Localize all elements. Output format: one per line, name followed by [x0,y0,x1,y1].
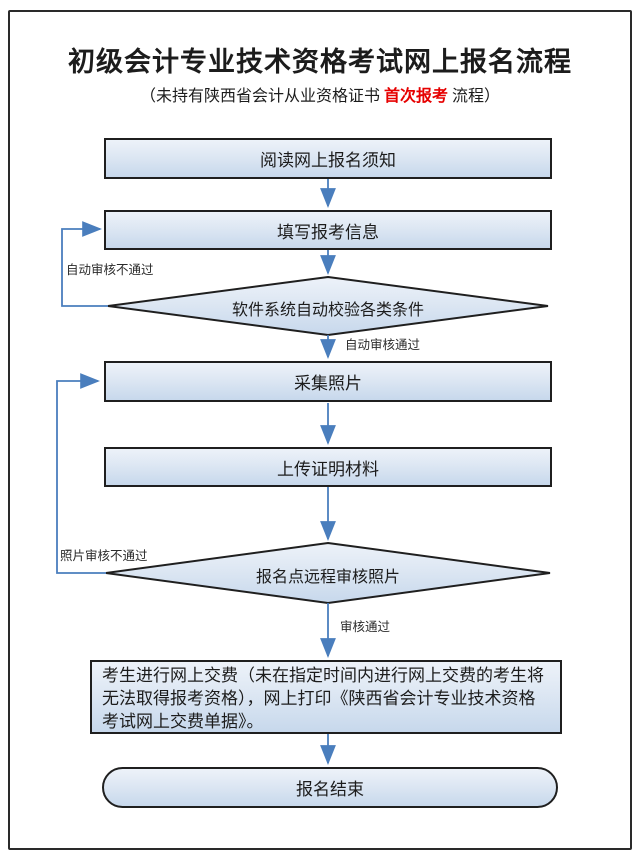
node-fill-info: 填写报考信息 [104,210,552,250]
node-photo-review-label: 报名点远程审核照片 [255,569,400,586]
edge-label-auto-pass: 自动审核通过 [345,338,421,352]
page-border [8,10,632,850]
page-title: 初级会计专业技术资格考试网上报名流程 [68,47,572,77]
loop-photofail-to-collect [56,373,106,574]
node-auto-check-label: 软件系统自动校验各类条件 [231,302,424,319]
node-fill-info-label: 填写报考信息 [277,222,379,242]
page-subtitle: （未持有陕西省会计从业资格证书 首次报考 流程） [20,82,620,106]
node-upload-materials: 上传证明材料 [104,447,552,487]
node-upload-materials-label: 上传证明材料 [277,459,379,479]
edge-label-photo-fail: 照片审核不通过 [60,549,148,563]
subtitle-prefix: （未持有陕西省会计从业资格证书 [139,88,384,105]
edge-label-review-pass: 审核通过 [340,620,391,634]
node-end-label: 报名结束 [296,780,364,799]
node-end: 报名结束 [102,767,558,808]
edge-label-auto-fail: 自动审核不通过 [66,263,154,277]
node-collect-photo: 采集照片 [104,361,552,402]
node-collect-photo-label: 采集照片 [294,374,362,393]
subtitle-suffix: 流程） [448,88,501,105]
node-payment-label: 考生进行网上交费（未在指定时间内进行网上交费的考生将无法取得报考资格），网上打印… [102,666,544,731]
subtitle-highlight: 首次报考 [383,88,448,105]
node-read-notice-label: 阅读网上报名须知 [260,151,396,170]
loop-autofail-to-fillinfo [61,221,108,307]
node-read-notice: 阅读网上报名须知 [104,138,552,179]
node-payment: 考生进行网上交费（未在指定时间内进行网上交费的考生将无法取得报考资格），网上打印… [90,660,562,734]
